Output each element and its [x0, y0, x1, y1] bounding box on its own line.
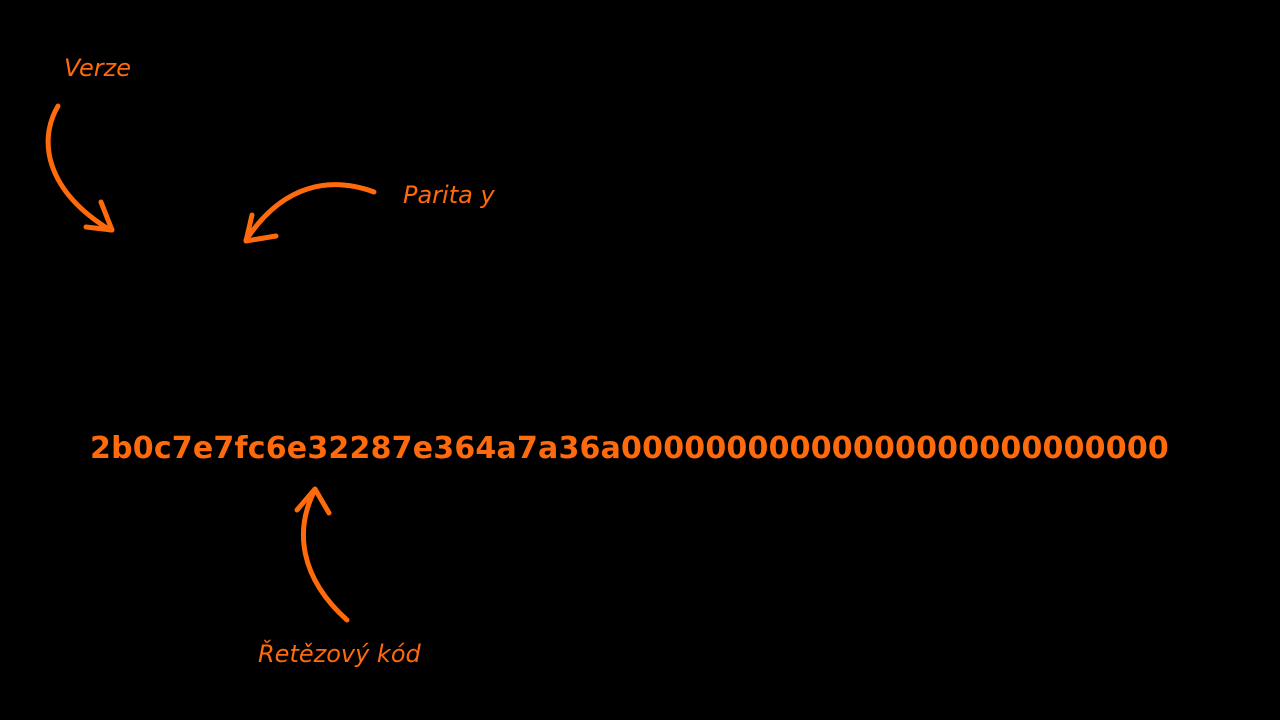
version-label: Verze	[64, 54, 132, 82]
chain-code-label: Řetězový kód	[258, 640, 421, 668]
parity-y-arrow	[243, 182, 377, 244]
chain-code-arrow	[294, 486, 350, 623]
parity-y-label: Parita y	[403, 181, 495, 209]
extended-key-hex: 2b0c7e7fc6e32287e364a7a36a00000000000000…	[90, 431, 1169, 466]
version-arrow	[45, 103, 115, 233]
